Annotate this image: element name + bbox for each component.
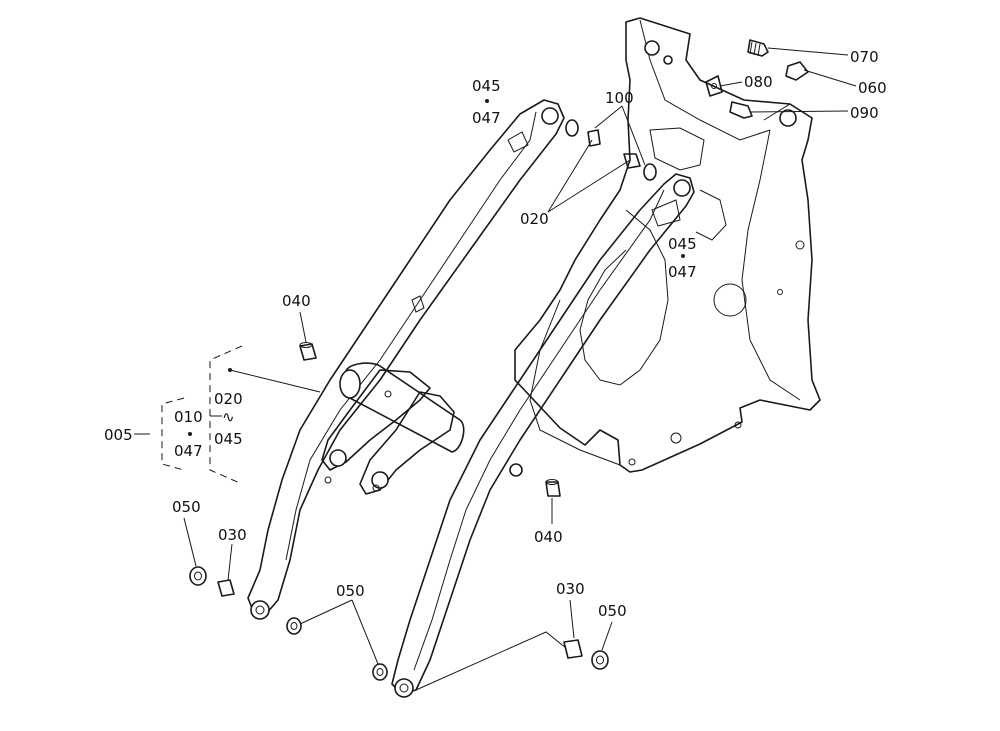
- hardware-parts: [189, 39, 809, 681]
- label-045-group: 045: [214, 430, 243, 448]
- label-005: 005: [104, 426, 133, 444]
- left-boom-arm: [247, 99, 565, 620]
- label-020-top: 020: [520, 210, 549, 228]
- label-030-right: 030: [556, 580, 585, 598]
- label-047-top: 047: [472, 109, 501, 127]
- label-050-left: 050: [172, 498, 201, 516]
- label-050-mid: 050: [336, 582, 365, 600]
- leader-lines: [134, 47, 857, 691]
- label-060: 060: [858, 79, 887, 97]
- cross-tube: [321, 362, 465, 495]
- label-045-right: 045: [668, 235, 697, 253]
- right-boom-arm: [391, 173, 695, 698]
- group-brackets: [161, 345, 243, 485]
- label-070: 070: [850, 48, 879, 66]
- label-020-group: 020: [214, 390, 243, 408]
- label-047-right: 047: [668, 263, 697, 281]
- label-range-mark: ∿: [222, 408, 235, 426]
- label-050-right: 050: [598, 602, 627, 620]
- set-dots: [188, 99, 685, 436]
- label-040-left: 040: [282, 292, 311, 310]
- frame-bracket: [514, 17, 821, 473]
- label-045-top: 045: [472, 77, 501, 95]
- label-090: 090: [850, 104, 879, 122]
- label-030-left: 030: [218, 526, 247, 544]
- label-040-right: 040: [534, 528, 563, 546]
- label-080: 080: [744, 73, 773, 91]
- label-100: 100: [605, 89, 634, 107]
- part-labels: 070 060 080 090 100 020 045 047 045 047 …: [104, 48, 887, 620]
- label-010: 010: [174, 408, 203, 426]
- label-047-group: 047: [174, 442, 203, 460]
